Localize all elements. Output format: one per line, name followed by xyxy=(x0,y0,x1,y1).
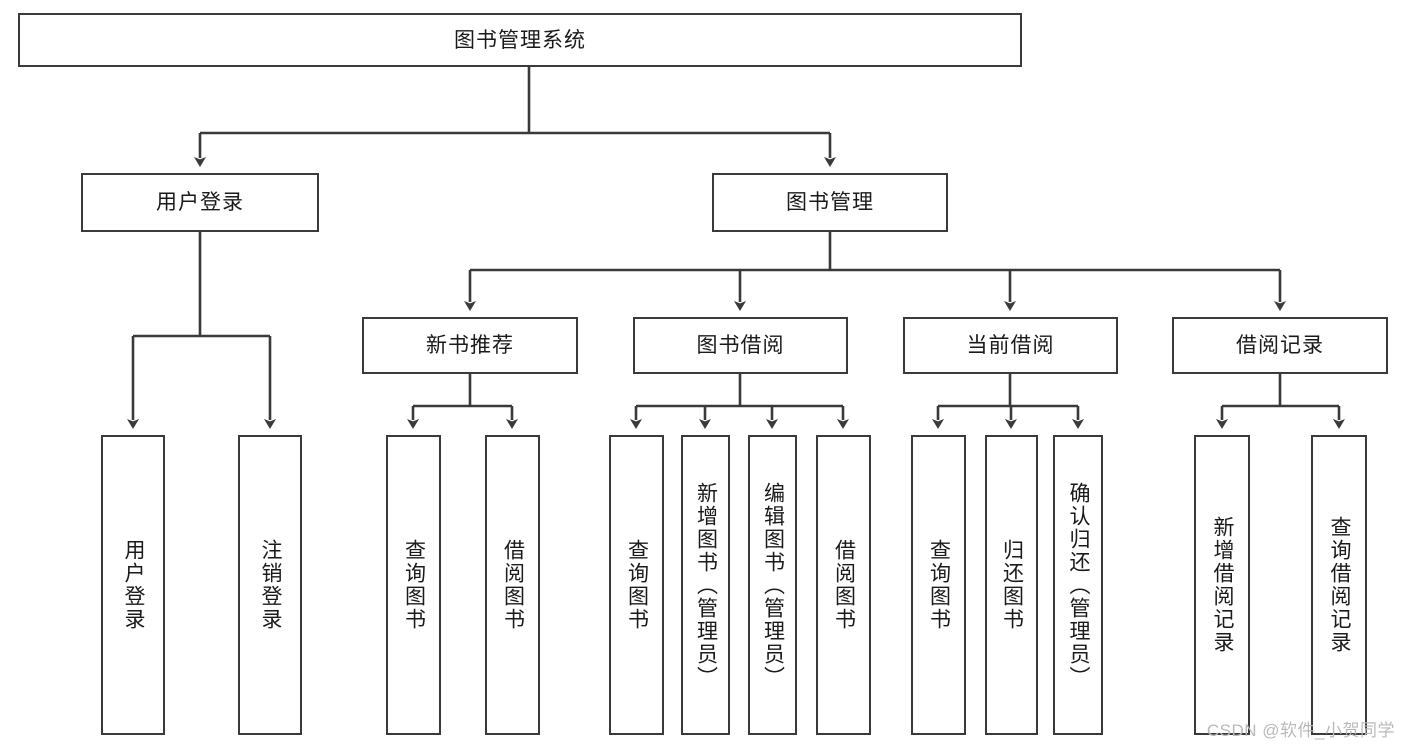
node-leaf-borrow-book-label: 借阅图书 xyxy=(832,539,856,631)
node-leaf-edit-book-label: 编辑图书（管理员） xyxy=(761,481,785,689)
node-leaf-user-login[interactable]: 用户登录 xyxy=(101,435,165,735)
node-current-borrow-label: 当前借阅 xyxy=(966,334,1055,357)
node-leaf-query-book-cur-label: 查询图书 xyxy=(927,539,951,631)
node-leaf-confirm-return[interactable]: 确认归还（管理员） xyxy=(1053,435,1103,735)
node-book-manage[interactable]: 图书管理 xyxy=(712,173,948,232)
node-leaf-query-record-label: 查询借阅记录 xyxy=(1328,516,1352,654)
node-leaf-return-book[interactable]: 归还图书 xyxy=(985,435,1038,735)
node-root-label: 图书管理系统 xyxy=(454,28,586,52)
node-leaf-add-book-label: 新增图书（管理员） xyxy=(694,481,718,689)
node-leaf-query-book-borrow-label: 查询图书 xyxy=(625,539,649,631)
node-new-book-recommend[interactable]: 新书推荐 xyxy=(362,317,578,374)
node-leaf-query-record[interactable]: 查询借阅记录 xyxy=(1311,435,1367,735)
node-leaf-borrow-book-rec[interactable]: 借阅图书 xyxy=(485,435,540,735)
node-leaf-borrow-book-rec-label: 借阅图书 xyxy=(501,539,525,631)
node-leaf-return-book-label: 归还图书 xyxy=(1000,539,1024,631)
node-leaf-add-record[interactable]: 新增借阅记录 xyxy=(1194,435,1250,735)
node-leaf-query-book-borrow[interactable]: 查询图书 xyxy=(609,435,664,735)
node-leaf-user-login-label: 用户登录 xyxy=(122,539,146,631)
node-borrow-record[interactable]: 借阅记录 xyxy=(1172,317,1388,374)
node-user-login-label: 用户登录 xyxy=(156,191,244,214)
node-user-login[interactable]: 用户登录 xyxy=(81,173,319,232)
watermark: CSDN @软件_小贺同学 xyxy=(1206,721,1395,740)
node-leaf-add-record-label: 新增借阅记录 xyxy=(1211,516,1235,654)
node-leaf-query-book-rec[interactable]: 查询图书 xyxy=(386,435,441,735)
node-book-borrow-label: 图书借阅 xyxy=(696,334,785,357)
node-leaf-logout[interactable]: 注销登录 xyxy=(238,435,302,735)
node-leaf-borrow-book[interactable]: 借阅图书 xyxy=(816,435,871,735)
node-new-book-recommend-label: 新书推荐 xyxy=(426,334,514,357)
node-leaf-query-book-cur[interactable]: 查询图书 xyxy=(911,435,966,735)
node-root[interactable]: 图书管理系统 xyxy=(18,13,1022,67)
node-book-borrow[interactable]: 图书借阅 xyxy=(633,317,848,374)
node-borrow-record-label: 借阅记录 xyxy=(1236,334,1324,357)
node-current-borrow[interactable]: 当前借阅 xyxy=(903,317,1118,374)
node-leaf-query-book-rec-label: 查询图书 xyxy=(402,539,426,631)
node-leaf-confirm-return-label: 确认归还（管理员） xyxy=(1067,481,1091,689)
node-book-manage-label: 图书管理 xyxy=(786,191,874,214)
node-leaf-logout-label: 注销登录 xyxy=(259,539,283,631)
node-leaf-add-book[interactable]: 新增图书（管理员） xyxy=(681,435,730,735)
node-leaf-edit-book[interactable]: 编辑图书（管理员） xyxy=(748,435,797,735)
